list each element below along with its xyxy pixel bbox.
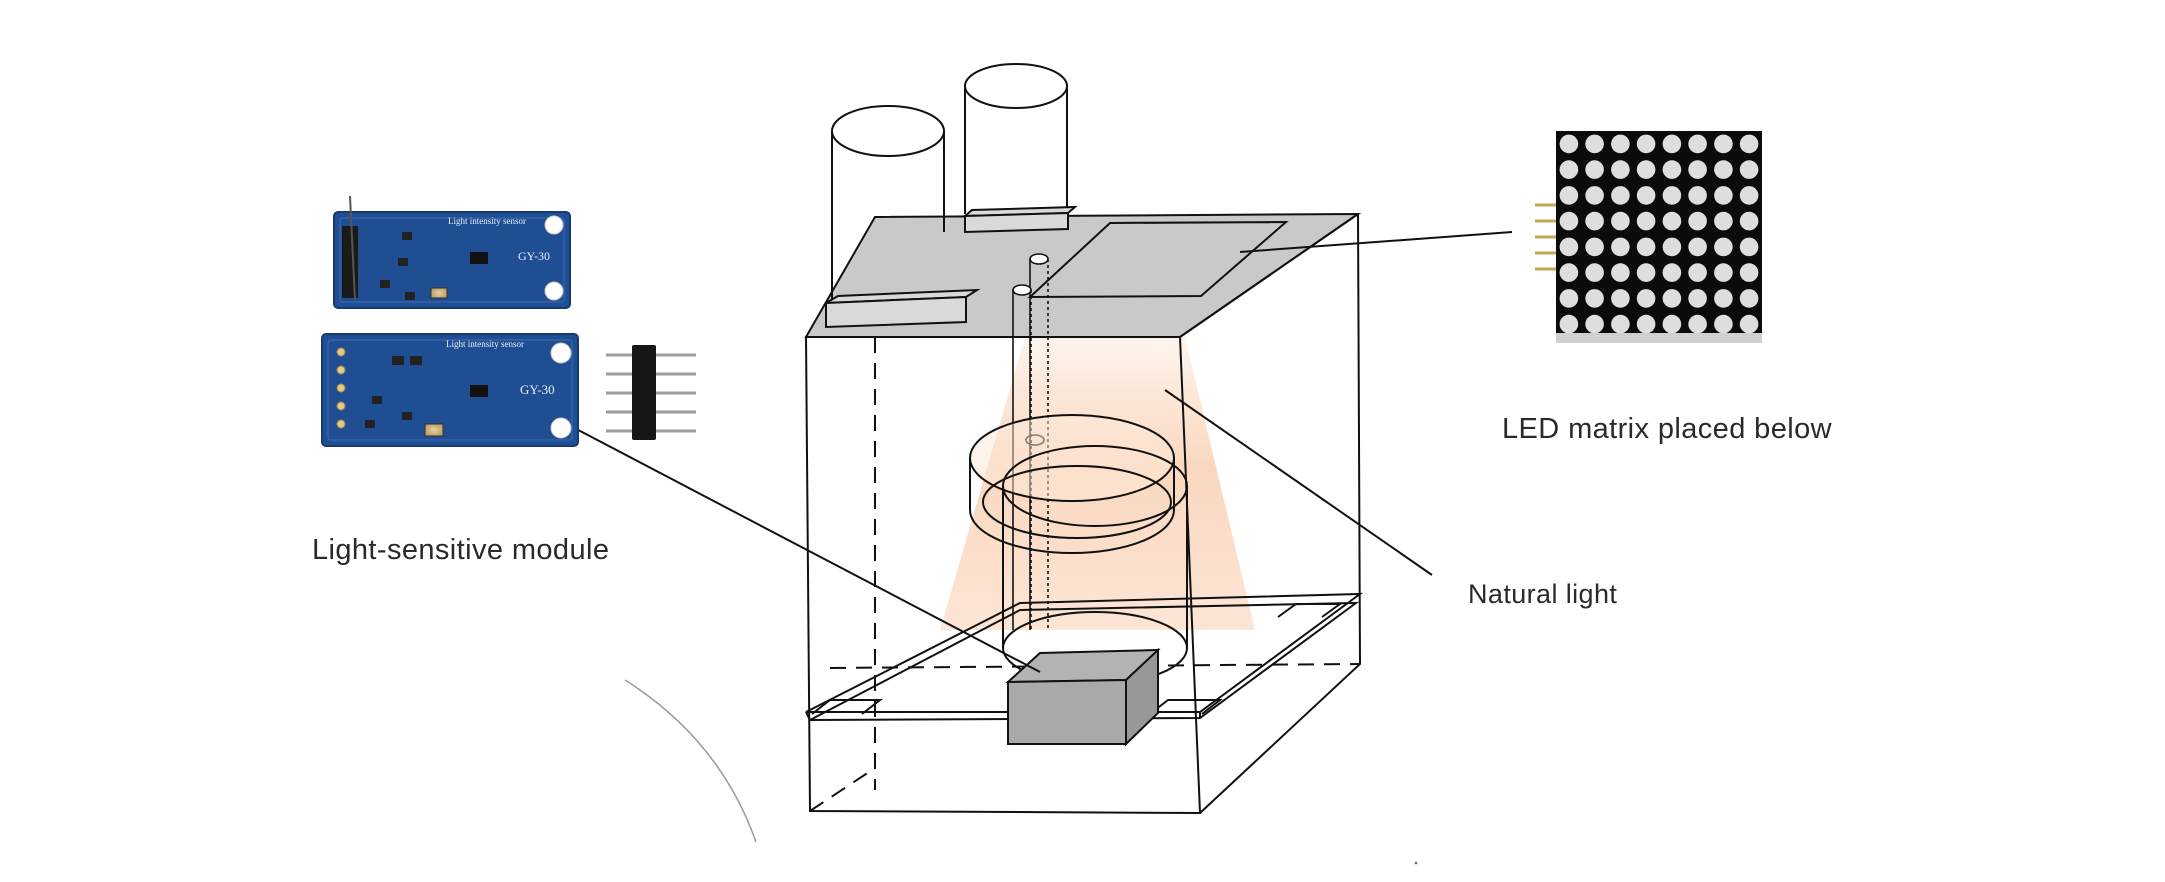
led-dot — [1740, 315, 1759, 334]
led-dot — [1714, 186, 1733, 205]
led-dot — [1663, 238, 1682, 257]
led-dot — [1637, 160, 1656, 179]
sensor-board-top: Light intensity sensor GY-30 — [334, 196, 570, 308]
led-dot — [1740, 135, 1759, 154]
led-dot — [1688, 160, 1707, 179]
led-dot — [1637, 263, 1656, 282]
label-light-sensitive-module: Light-sensitive module — [312, 534, 609, 567]
led-dot — [1740, 289, 1759, 308]
led-dot — [1611, 160, 1630, 179]
led-dot — [1688, 315, 1707, 334]
led-dot — [1637, 212, 1656, 231]
led-dot — [1663, 135, 1682, 154]
led-dot — [1637, 289, 1656, 308]
led-dot — [1585, 212, 1604, 231]
led-dot — [1714, 289, 1733, 308]
sensor-block — [1008, 650, 1158, 744]
led-dot — [1714, 135, 1733, 154]
board-top-title: Light intensity sensor — [448, 216, 526, 226]
led-dot — [1560, 315, 1579, 334]
led-dot — [1611, 135, 1630, 154]
led-dot — [1714, 160, 1733, 179]
led-dot — [1663, 160, 1682, 179]
led-dot — [1611, 263, 1630, 282]
led-dot — [1637, 238, 1656, 257]
sensor-board-bottom: Light intensity sensor GY-30 — [322, 334, 578, 446]
led-dot — [1663, 263, 1682, 282]
pin-header — [606, 345, 696, 440]
led-dot — [1585, 315, 1604, 334]
led-dot — [1740, 212, 1759, 231]
led-dot — [1611, 212, 1630, 231]
led-dot — [1585, 238, 1604, 257]
led-dot — [1585, 186, 1604, 205]
led-dot — [1688, 263, 1707, 282]
led-dot — [1637, 135, 1656, 154]
board-top-model: GY-30 — [518, 249, 550, 263]
decorative-arc — [625, 680, 756, 842]
led-dot — [1740, 263, 1759, 282]
led-dot — [1740, 160, 1759, 179]
led-dot — [1611, 238, 1630, 257]
led-dot — [1688, 238, 1707, 257]
led-dot — [1714, 315, 1733, 334]
led-dot — [1663, 315, 1682, 334]
led-dot — [1560, 289, 1579, 308]
board-bottom-model: GY-30 — [520, 382, 555, 397]
led-dot — [1560, 160, 1579, 179]
led-dot — [1560, 238, 1579, 257]
led-dot — [1560, 186, 1579, 205]
led-dot — [1740, 238, 1759, 257]
led-dot — [1714, 238, 1733, 257]
led-dot — [1560, 263, 1579, 282]
led-dot — [1585, 263, 1604, 282]
led-dot — [1740, 186, 1759, 205]
led-dot — [1585, 135, 1604, 154]
led-dot — [1611, 186, 1630, 205]
led-dot — [1714, 263, 1733, 282]
led-dot — [1611, 315, 1630, 334]
led-dot — [1663, 289, 1682, 308]
led-dot — [1585, 160, 1604, 179]
led-dot — [1585, 289, 1604, 308]
stray-dot — [1415, 862, 1418, 865]
led-dot — [1611, 289, 1630, 308]
label-natural-light: Natural light — [1468, 579, 1617, 610]
leader-sensor — [540, 410, 1040, 672]
led-dot — [1637, 186, 1656, 205]
led-dot — [1663, 186, 1682, 205]
label-led-matrix: LED matrix placed below — [1502, 413, 1832, 446]
led-dot — [1560, 212, 1579, 231]
led-matrix — [1535, 131, 1762, 343]
led-dot — [1688, 289, 1707, 308]
led-matrix-pins — [1535, 205, 1556, 269]
led-dot — [1688, 135, 1707, 154]
led-dot — [1663, 212, 1682, 231]
led-dot — [1714, 212, 1733, 231]
led-dot — [1688, 212, 1707, 231]
led-dot — [1560, 135, 1579, 154]
board-bottom-title: Light intensity sensor — [446, 339, 524, 349]
led-dot — [1688, 186, 1707, 205]
led-dot — [1637, 315, 1656, 334]
